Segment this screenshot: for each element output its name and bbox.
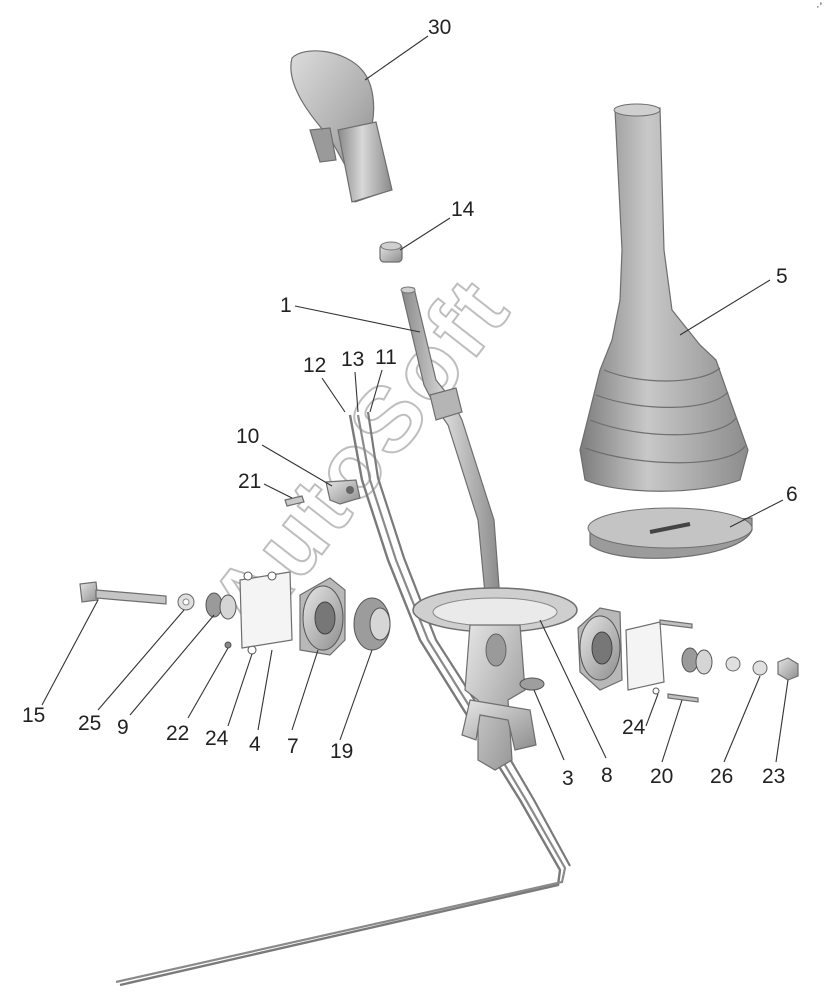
nut-23 [777,657,799,681]
gear-lever [400,286,501,605]
callout-6: 6 [786,483,798,506]
callout-14: 14 [451,198,475,221]
callout-24-left: 24 [205,727,229,750]
long-bolt [79,581,167,605]
lever-nut [379,241,403,263]
corner-mark: ·’ [816,1,822,13]
bushing [519,677,545,691]
bearing-flange-right [577,607,623,691]
clamp-screw [284,495,305,507]
rubber-boot [579,103,749,492]
callout-5: 5 [776,265,788,288]
gasket-left [239,571,293,649]
bearing-flange-left [299,577,346,656]
bolt-20-upper [659,619,693,629]
callout-12: 12 [303,354,326,377]
gasket-right [625,621,665,691]
washer-26 [752,660,768,676]
callout-21: 21 [238,470,261,493]
rubber-ring [353,597,391,651]
callout-9: 9 [117,716,129,739]
callout-22: 22 [166,722,189,745]
callout-23: 23 [762,765,785,788]
boot-base-plate [587,507,753,559]
washer-right [725,656,741,672]
callout-20: 20 [650,765,673,788]
callout-15: 15 [22,704,45,727]
leader-lines [41,35,789,763]
cable-clamp-bracket [325,479,361,505]
callout-25: 25 [78,712,101,735]
callout-11: 11 [375,346,397,369]
callout-3: 3 [562,767,574,790]
lever-housing [412,587,578,771]
washer-22 [224,641,232,649]
callout-10: 10 [236,425,259,448]
callout-8: 8 [601,764,613,787]
callout-1: 1 [280,294,292,317]
callout-19: 19 [330,740,353,763]
callout-13: 13 [341,348,364,371]
callout-labels: 30 14 1 5 12 13 11 10 21 6 15 25 9 22 24… [22,16,798,790]
gear-knob [290,50,393,203]
spacer-bushing-right [681,647,713,675]
washer-24-right [652,687,660,695]
callout-26: 26 [710,765,733,788]
callout-30: 30 [428,16,451,39]
callout-4: 4 [249,733,261,756]
bolt-20-lower [667,693,699,703]
callout-7: 7 [287,735,299,758]
callout-24-right: 24 [622,716,646,739]
spacer-bushing [205,592,237,620]
